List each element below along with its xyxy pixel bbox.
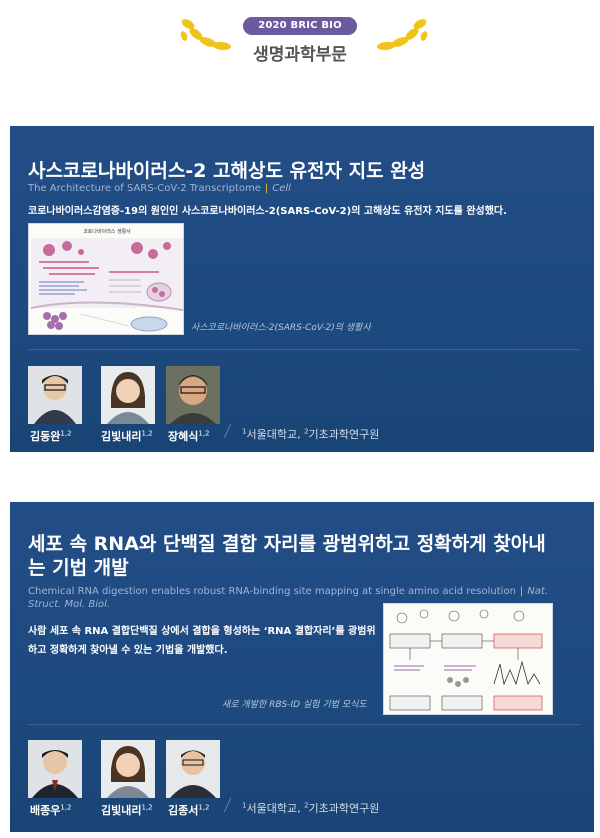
article-reference: Chemical RNA digestion enables robust RN… bbox=[28, 585, 580, 611]
researcher-photo bbox=[28, 740, 82, 798]
category-title: 생명과학부문 bbox=[253, 45, 347, 65]
article-summary: 코로나바이러스감염증-19의 원인인 사스코로나바이러스-2(SARS-CoV-… bbox=[28, 206, 507, 217]
journal-name: Cell bbox=[272, 183, 291, 194]
separator-slash bbox=[223, 797, 232, 813]
researcher-name: 장혜식1,2 bbox=[168, 429, 210, 443]
article-title[interactable]: 세포 속 RNA와 단백질 결합 자리를 광범위하고 정확하게 찾아내는 기법 … bbox=[28, 533, 546, 579]
researcher-name: 김동완1,2 bbox=[30, 429, 72, 443]
researcher-photo bbox=[101, 740, 155, 798]
virus-lifecycle-diagram: 코로나바이러스 생활사 bbox=[30, 228, 183, 332]
figure-caption: 새로 개발한 RBS-ID 실험 기법 모식도 bbox=[222, 700, 367, 710]
article-reference: The Architecture of SARS-CoV-2 Transcrip… bbox=[28, 182, 291, 195]
rbs-id-schematic bbox=[384, 604, 552, 714]
researchers: 김동완1,2 김빛내리1,2 장혜식1,2 1서울대학교, 2기초과학연구원 bbox=[28, 366, 588, 446]
researcher-photo bbox=[166, 740, 220, 798]
article-card-1[interactable]: 사스코로나바이러스-2 고해상도 유전자 지도 완성 The Architect… bbox=[10, 126, 594, 452]
laurel-left-icon bbox=[180, 19, 231, 51]
researcher-name: 김종서1,2 bbox=[168, 803, 210, 817]
english-title: The Architecture of SARS-CoV-2 Transcrip… bbox=[28, 183, 261, 194]
separator: | bbox=[264, 183, 269, 194]
article-card-2[interactable]: 세포 속 RNA와 단백질 결합 자리를 광범위하고 정확하게 찾아내는 기법 … bbox=[10, 502, 594, 832]
separator-slash bbox=[223, 423, 232, 439]
divider bbox=[28, 724, 580, 725]
affiliations: 1서울대학교, 2기초과학연구원 bbox=[242, 427, 380, 441]
researcher-photo bbox=[166, 366, 220, 424]
article-figure bbox=[383, 603, 553, 715]
researcher-name: 김빛내리1,2 bbox=[101, 429, 153, 443]
article-title[interactable]: 사스코로나바이러스-2 고해상도 유전자 지도 완성 bbox=[28, 160, 426, 182]
article-summary: 사람 세포 속 RNA 결합단백질 상에서 결합을 형성하는 ‘RNA 결합자리… bbox=[28, 626, 376, 656]
separator: | bbox=[519, 586, 524, 597]
divider bbox=[28, 349, 580, 350]
figure-title: 코로나바이러스 생활사 bbox=[83, 228, 131, 235]
researcher-photo bbox=[101, 366, 155, 424]
article-figure: 코로나바이러스 생활사 bbox=[28, 223, 184, 335]
english-title: Chemical RNA digestion enables robust RN… bbox=[28, 586, 516, 597]
figure-caption: 사스코로나바이러스-2(SARS-CoV-2)의 생활사 bbox=[191, 323, 371, 333]
researcher-photo bbox=[28, 366, 82, 424]
affiliations: 1서울대학교, 2기초과학연구원 bbox=[242, 801, 380, 815]
researcher-name: 배종우1,2 bbox=[30, 803, 72, 817]
award-header: 2020 BRIC BIO TOPS 생명과학부문 bbox=[0, 0, 600, 80]
journal-name: Nat. Struct. Mol. Biol. bbox=[28, 586, 549, 610]
researcher-name: 김빛내리1,2 bbox=[101, 803, 153, 817]
award-badge: 2020 BRIC BIO TOPS bbox=[243, 17, 357, 49]
researchers: 배종우1,2 김빛내리1,2 김종서1,2 1서울대학교, 2기초과학연구원 bbox=[28, 740, 588, 820]
laurel-right-icon bbox=[377, 19, 428, 51]
